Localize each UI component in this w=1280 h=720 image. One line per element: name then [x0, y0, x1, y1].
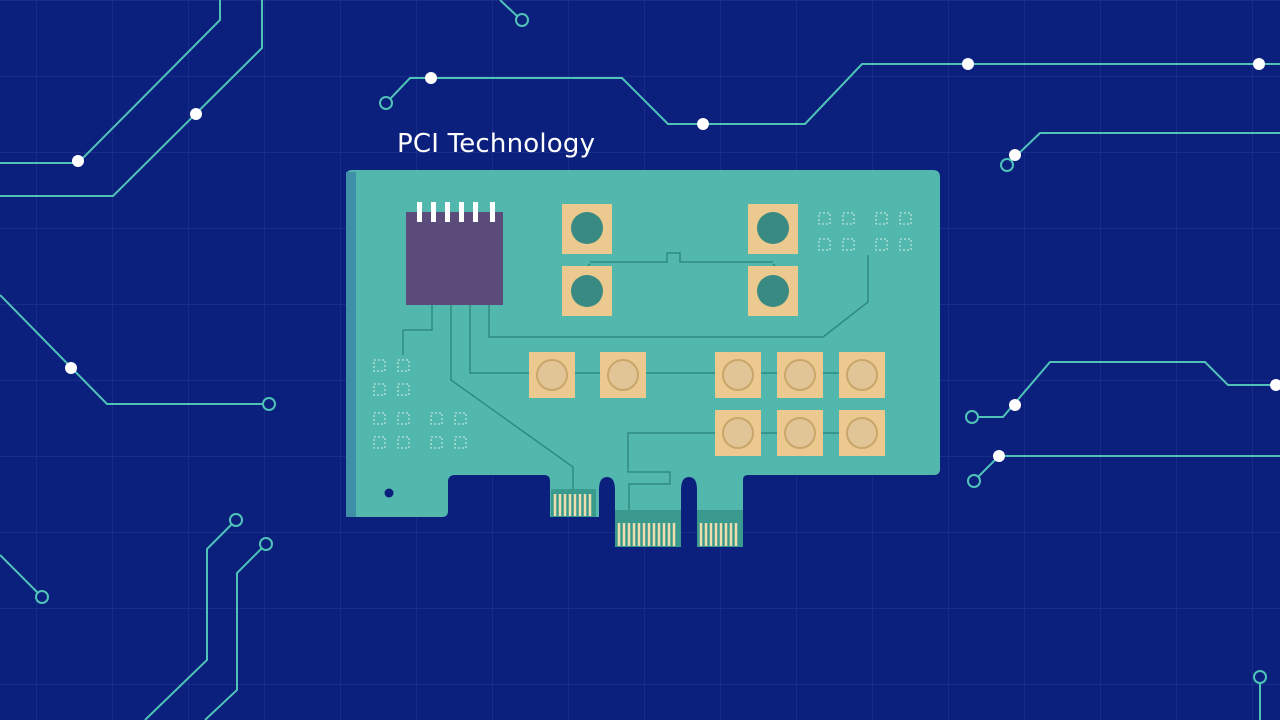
- capacitors: [562, 204, 798, 316]
- pad: [715, 410, 761, 456]
- chip-body: [406, 212, 503, 305]
- trace: [499, 0, 518, 17]
- trace: [0, 554, 39, 594]
- chip-pins: [417, 202, 495, 222]
- trace: [977, 361, 1280, 418]
- ring-terminal: [229, 513, 243, 527]
- ring-terminal: [1000, 158, 1014, 172]
- ring-terminal: [965, 410, 979, 424]
- trace-rings: [35, 13, 1267, 684]
- node-dot: [1009, 399, 1021, 411]
- edge-connectors: [551, 489, 743, 547]
- ring-terminal: [259, 537, 273, 551]
- pads: [529, 352, 885, 456]
- ic-chip: [406, 202, 503, 305]
- mount-hole: [384, 488, 394, 498]
- pad: [715, 352, 761, 398]
- node-dot: [72, 155, 84, 167]
- node-dot: [425, 72, 437, 84]
- ring-terminal: [967, 474, 981, 488]
- pad: [529, 352, 575, 398]
- trace-nodes: [65, 58, 1280, 462]
- pad: [839, 352, 885, 398]
- capacitor: [748, 266, 798, 316]
- capacitor: [562, 266, 612, 316]
- smd-grids: [373, 212, 912, 449]
- node-dot: [65, 362, 77, 374]
- trace: [1010, 132, 1280, 162]
- node-dot: [1009, 149, 1021, 161]
- ring-terminal: [35, 590, 49, 604]
- pad: [777, 410, 823, 456]
- node-dot: [962, 58, 974, 70]
- pad: [839, 410, 885, 456]
- ring-terminal: [1253, 670, 1267, 684]
- trace: [0, 294, 264, 405]
- connector-2: [615, 510, 681, 547]
- ring-terminal: [379, 96, 393, 110]
- capacitor: [562, 204, 612, 254]
- node-dot: [1270, 379, 1280, 391]
- connector-3: [697, 510, 743, 547]
- node-dot: [993, 450, 1005, 462]
- illustration-title: PCI Technology: [397, 129, 596, 159]
- trace: [389, 63, 1280, 125]
- ring-terminal: [262, 397, 276, 411]
- bracket-edge: [346, 172, 356, 517]
- pad: [777, 352, 823, 398]
- trace: [0, 0, 263, 197]
- pad: [600, 352, 646, 398]
- trace: [144, 523, 233, 720]
- capacitor: [748, 204, 798, 254]
- connector-1: [551, 489, 596, 517]
- node-dot: [1253, 58, 1265, 70]
- ring-terminal: [515, 13, 529, 27]
- trace: [204, 547, 263, 720]
- node-dot: [190, 108, 202, 120]
- node-dot: [697, 118, 709, 130]
- pci-card: [346, 170, 940, 547]
- trace: [0, 0, 221, 164]
